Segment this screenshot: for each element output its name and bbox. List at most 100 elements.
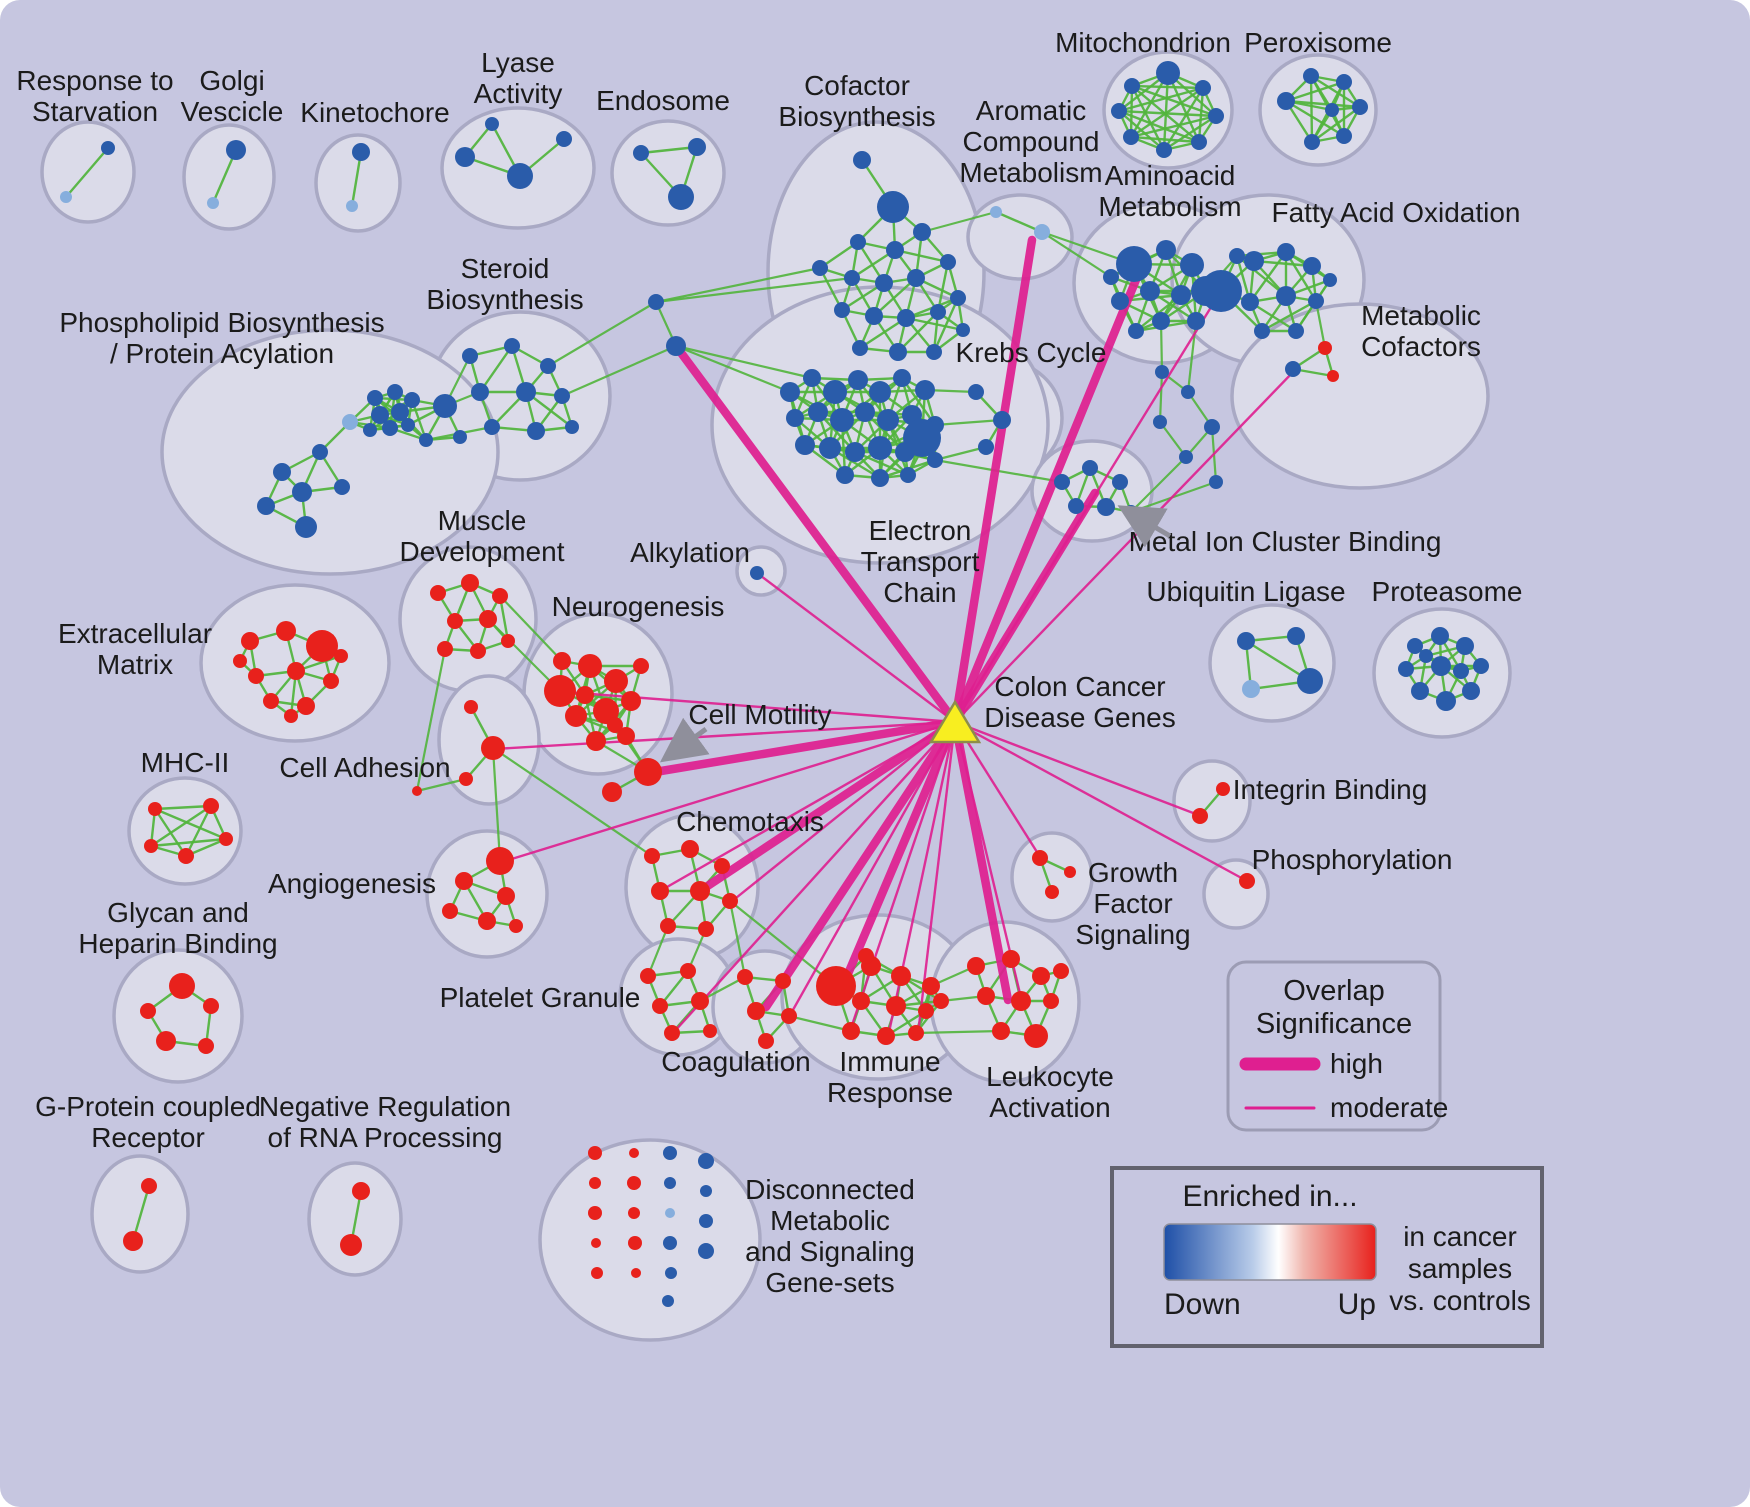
cluster-cell-motility-label: Cell Motility [688, 699, 831, 730]
gene-set-overlap-edge [1118, 86, 1204, 113]
gene-set-node-fatty-acid-oxidation [1308, 293, 1324, 309]
gene-set-node-cofactor-biosynthesis [877, 191, 909, 223]
gene-set-node-phospholipid-biosynthesis-protein-acylation [295, 516, 317, 538]
gene-set-node-neurogenesis [576, 686, 594, 704]
cluster-electron-transport-chain-label: Chain [883, 577, 956, 608]
gene-set-overlap-edge [921, 210, 997, 234]
gene-set-node-disconnected-gene-sets [628, 1236, 642, 1250]
disease-overlap-edge-high [650, 717, 960, 777]
gene-set-node-proteasome [1473, 658, 1489, 674]
gene-set-node-disconnected-gene-sets [665, 1267, 677, 1279]
cluster-coagulation-label: Coagulation [661, 1046, 810, 1077]
gene-set-node-fatty-acid-oxidation [1288, 323, 1304, 339]
gene-set-node-coagulation [775, 973, 791, 989]
gene-set-node-proteasome [1398, 661, 1414, 677]
gene-set-node-metal-ion-cluster-binding [1112, 474, 1128, 490]
gene-set-node-mhc-ii [203, 798, 219, 814]
gene-set-overlap-edge [936, 261, 950, 313]
cluster-angiogenesis-label: Angiogenesis [268, 868, 436, 899]
gene-set-node-muscle-development [437, 641, 453, 657]
gene-set-node-ubiquitin-ligase [1237, 632, 1255, 650]
gene-set-node-electron-transport-chain [927, 452, 943, 468]
gene-set-node-aminoacid-metabolism [1128, 323, 1144, 339]
cluster-phosphorylation-label: Phosphorylation [1252, 844, 1453, 875]
gene-set-node-electron-transport-chain [877, 409, 899, 431]
cluster-steroid-biosynthesis-label: Steroid [461, 253, 550, 284]
cluster-extracellular-matrix-label: Extracellular [58, 618, 212, 649]
cluster-phospholipid-biosynthesis-protein-acylation-label: Phospholipid Biosynthesis [59, 307, 384, 338]
gene-set-overlap-edge [65, 147, 109, 198]
gene-set-node-phospholipid-biosynthesis-protein-acylation [363, 423, 377, 437]
cluster-phospholipid-biosynthesis-protein-acylation-boundary [160, 328, 500, 576]
cluster-disconnected-gene-sets-boundary [538, 1138, 762, 1342]
gene-set-node-electron-transport-chain [786, 409, 804, 427]
gene-set-overlap-edge [499, 595, 563, 662]
cluster-cofactor-biosynthesis-label: Cofactor [804, 70, 910, 101]
gene-set-node-bridge [1179, 450, 1193, 464]
gene-set-node-electron-transport-chain [845, 442, 865, 462]
cluster-mhc-ii-boundary [127, 776, 243, 886]
gene-set-node-aminoacid-metabolism [1140, 281, 1160, 301]
cluster-g-protein-coupled-receptor-label: Receptor [91, 1122, 205, 1153]
gene-set-node-ubiquitin-ligase [1287, 627, 1305, 645]
gene-set-node-steroid-biosynthesis [554, 388, 570, 404]
hub-label: Disease Genes [984, 702, 1175, 733]
gene-set-node-peroxisome [1325, 103, 1339, 117]
gene-set-node-mitochondrion [1195, 80, 1211, 96]
disease-overlap-edge-high [950, 235, 1037, 727]
gene-set-node-alkylation [750, 566, 764, 580]
gene-set-node-neurogenesis [586, 731, 606, 751]
gene-set-node-disconnected-gene-sets [662, 1295, 674, 1307]
cluster-cofactor-biosynthesis-label: Biosynthesis [778, 101, 935, 132]
gene-set-node-platelet-granule [664, 1025, 680, 1041]
gene-set-node-ubiquitin-ligase [1242, 680, 1260, 698]
gene-set-node-disconnected-gene-sets [627, 1176, 641, 1190]
gene-set-node-cofactor-biosynthesis [865, 307, 883, 325]
gene-set-node-response-to-starvation [60, 191, 72, 203]
gene-set-overlap-edge [561, 344, 677, 398]
gene-set-overlap-edge [150, 805, 212, 847]
gene-set-node-bridge [1155, 365, 1169, 379]
enrichment-gradient-bar [1163, 1223, 1377, 1281]
legend-enrichment-down-label: Down [1164, 1288, 1241, 1321]
gene-set-node-fatty-acid-oxidation [1276, 286, 1296, 306]
cluster-metal-ion-cluster-binding-label: Metal Ion Cluster Binding [1129, 526, 1442, 557]
disease-overlap-edge-high [950, 717, 1013, 1005]
gene-set-overlap-edge [491, 747, 502, 862]
gene-set-node-aminoacid-metabolism [1187, 312, 1205, 330]
gene-set-node-coagulation [758, 1033, 774, 1049]
gene-set-node-electron-transport-chain [848, 370, 868, 390]
gene-set-node-immune-response [933, 993, 949, 1009]
gene-set-node-glycan-and-heparin-binding [156, 1031, 176, 1051]
cluster-golgi-vescicle-boundary [182, 123, 276, 231]
gene-set-overlap-edge [1118, 109, 1217, 118]
gene-set-node-phospholipid-biosynthesis-protein-acylation [419, 433, 433, 447]
gene-set-node-phospholipid-biosynthesis-protein-acylation [292, 482, 312, 502]
gene-set-node-proteasome [1456, 637, 1474, 655]
gene-set-node-krebs-cycle [978, 439, 994, 455]
layer-magenta [493, 235, 1296, 1038]
gene-set-overlap-edge [1249, 251, 1287, 303]
legend-overlap-item-label: moderate [1330, 1092, 1448, 1123]
gene-set-node-metal-ion-cluster-binding [1082, 460, 1098, 476]
gene-set-node-extracellular-matrix [287, 662, 305, 680]
gene-set-node-steroid-biosynthesis [484, 419, 500, 435]
cluster-alkylation-label: Alkylation [630, 537, 750, 568]
gene-set-overlap-edge [1118, 109, 1200, 144]
gene-set-node-cofactor-biosynthesis [889, 343, 907, 361]
cluster-ubiquitin-ligase-boundary [1208, 603, 1336, 723]
gene-set-overlap-edge [995, 210, 1043, 234]
gene-set-node-mhc-ii [148, 802, 162, 816]
gene-set-node-bridge [1209, 475, 1223, 489]
cluster-endosome-boundary [610, 119, 726, 227]
gene-set-node-glycan-and-heparin-binding [140, 1003, 156, 1019]
gene-set-node-cofactor-biosynthesis [926, 344, 942, 360]
cluster-mhc-ii-label: MHC-II [141, 747, 230, 778]
cluster-steroid-biosynthesis-label: Biosynthesis [426, 284, 583, 315]
gene-set-overlap-edge [894, 248, 949, 264]
gene-set-node-phospholipid-biosynthesis-protein-acylation [257, 497, 275, 515]
gene-set-node-leukocyte-activation [1053, 963, 1069, 979]
disease-overlap-edge-moderate [659, 720, 956, 893]
